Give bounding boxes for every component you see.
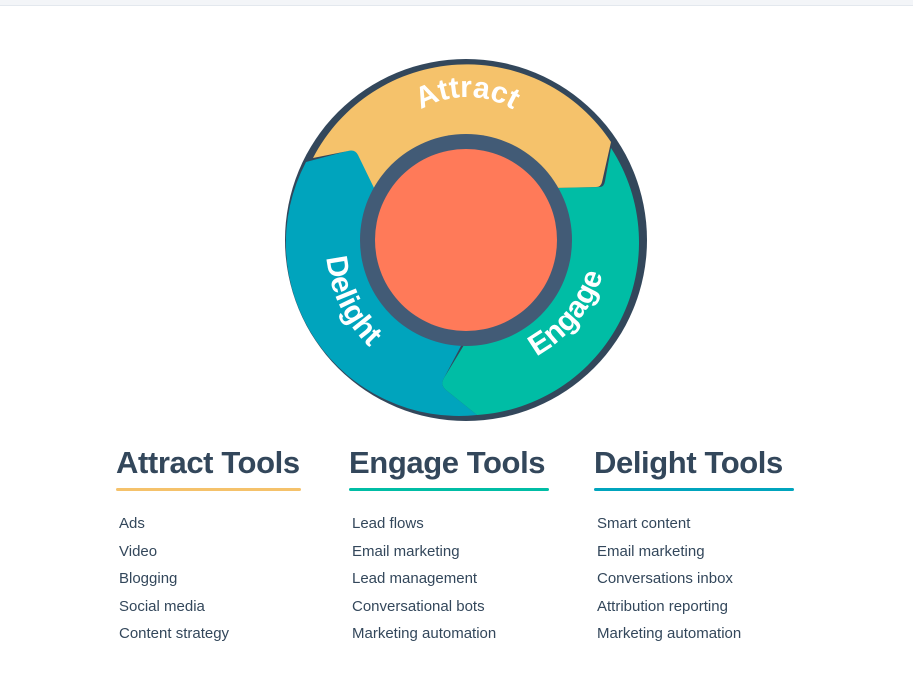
list-item: Blogging [119, 570, 178, 588]
page-top-border [0, 0, 913, 6]
list-item: Ads [119, 515, 145, 532]
list-item: Social media [119, 597, 205, 615]
delight-tools-title: Delight Tools [594, 445, 783, 480]
list-item: Marketing automation [352, 625, 497, 643]
delight-tools-underline [594, 488, 794, 491]
list-item: Conversational bots [352, 597, 485, 615]
list-item: Conversations inbox [597, 570, 733, 588]
delight-tools-list: Smart content Email marketing Conversati… [597, 510, 794, 648]
engage-tools-title: Engage Tools [349, 445, 546, 480]
list-item: Marketing automation [597, 625, 742, 643]
list-item: Video [119, 542, 158, 560]
attract-tools-underline [116, 488, 301, 491]
list-item: Attribution reporting [597, 597, 728, 615]
attract-segment [313, 64, 611, 190]
attract-tools-list: Ads Video Blogging Social media Content … [119, 510, 301, 648]
list-item: Lead flows [352, 515, 424, 532]
attract-tools-column: Attract Tools Ads Video Blogging Social … [116, 440, 301, 648]
list-item: Content strategy [119, 625, 230, 643]
engage-tools-underline [349, 488, 549, 491]
list-item: Email marketing [597, 542, 705, 560]
delight-tools-column: Delight Tools Smart content Email market… [594, 440, 794, 648]
attract-tools-title: Attract Tools [116, 445, 300, 480]
engage-tools-column: Engage Tools Lead flows Email marketing … [349, 440, 549, 648]
list-item: Lead management [352, 570, 478, 588]
list-item: Smart content [597, 515, 691, 532]
flywheel-diagram: Attract Delight Engage [285, 59, 647, 421]
list-item: Email marketing [352, 542, 460, 560]
flywheel-hub [375, 149, 557, 331]
engage-tools-list: Lead flows Email marketing Lead manageme… [352, 510, 549, 648]
